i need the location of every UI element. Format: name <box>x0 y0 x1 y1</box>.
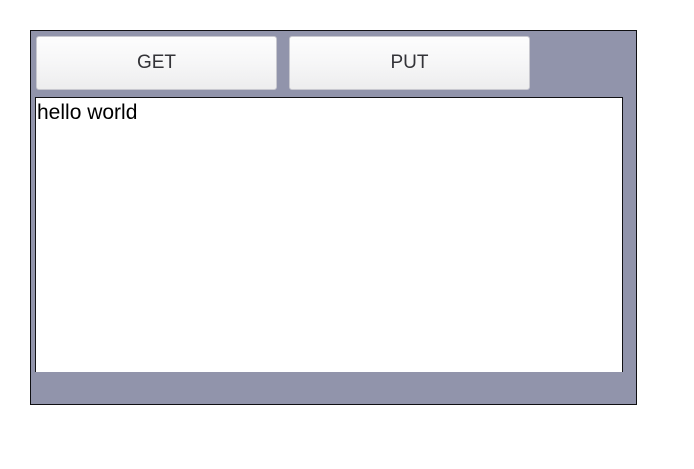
get-button[interactable]: GET <box>36 36 277 90</box>
toolbar: GET PUT <box>31 31 636 97</box>
put-button[interactable]: PUT <box>289 36 530 90</box>
application-window: GET PUT <box>30 30 637 405</box>
bottom-filler-strip <box>31 372 636 404</box>
response-textarea[interactable] <box>35 97 623 373</box>
